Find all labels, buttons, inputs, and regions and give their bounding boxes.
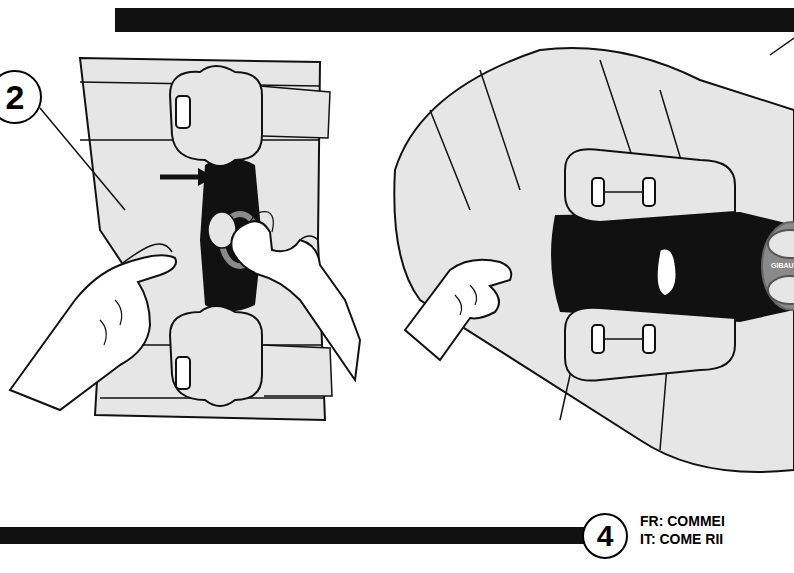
callout-circle: 4 xyxy=(582,513,628,559)
callout-circle: 2 xyxy=(0,70,42,124)
callout-number: 2 xyxy=(6,78,25,117)
language-heading: IT: COME RII xyxy=(640,531,723,547)
brand-mark: GIBAU xyxy=(771,262,794,269)
language-heading: FR: COMMEI xyxy=(640,513,725,529)
callout-number: 4 xyxy=(597,519,614,553)
